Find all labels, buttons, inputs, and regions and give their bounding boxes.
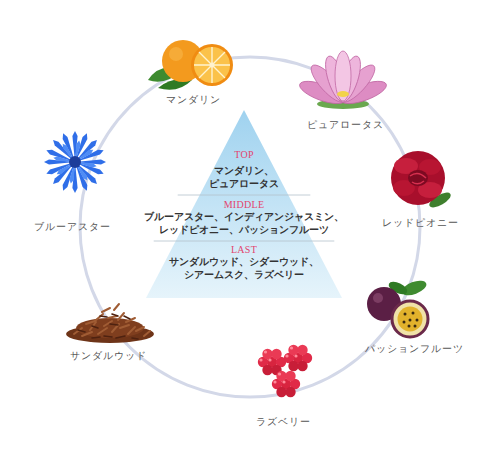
peony-flower: [391, 151, 445, 205]
tier-divider: [154, 241, 335, 242]
highlight: [373, 293, 383, 303]
tier-heading: MIDDLE: [184, 198, 304, 211]
lotus-illustration: [297, 51, 389, 109]
passionfruit-seeds: [403, 312, 419, 328]
peony-ruffle-lines: [410, 173, 426, 183]
seed: [403, 321, 406, 324]
seed: [416, 319, 419, 322]
tier-heading: TOP: [194, 148, 294, 161]
peony-core: [408, 170, 428, 186]
segment-lines: [194, 47, 230, 83]
ingredient-label: レッドピオニー: [360, 217, 480, 230]
highlight: [169, 47, 183, 61]
seed: [412, 312, 415, 315]
seed: [409, 319, 412, 322]
passionfruit-half: [392, 301, 428, 337]
lotus-petal: [335, 51, 351, 101]
note-list: マンダリン、ピュアロータス: [204, 164, 284, 190]
pyramid-outline: [146, 110, 342, 298]
note-pyramid: TOP マンダリン、ピュアロータス MIDDLEブルーアスター、インディアンジャスミ…: [146, 110, 342, 298]
mandarin-half-rind: [191, 44, 233, 86]
mandarin-illustration: [148, 40, 233, 90]
passionfruit-pulp: [398, 307, 423, 332]
ingredient-label: ピュアロータス: [285, 119, 405, 132]
tier-divider: [178, 195, 311, 196]
ingredient-label: サンダルウッド: [48, 350, 168, 363]
aster-illustration: [44, 131, 106, 193]
passionfruit-illustration: [367, 278, 428, 337]
raspberry: [284, 345, 312, 371]
ingredient-label: ブルーアスター: [12, 221, 132, 234]
mandarin-core: [210, 63, 215, 68]
wood-shavings: [74, 304, 150, 336]
tier-heading: LAST: [184, 243, 304, 256]
seed: [408, 325, 411, 328]
ingredient-label: パッションフルーツ: [354, 343, 474, 356]
mandarin-half-flesh: [194, 47, 230, 83]
aster-center: [69, 156, 81, 168]
aster-inner-petals: [53, 140, 97, 184]
raspberry: [272, 371, 300, 397]
seed: [414, 325, 417, 328]
raspberry-illustration: [258, 345, 312, 397]
peony-illustration: [391, 151, 453, 210]
wood-shavings: [78, 314, 138, 339]
seed: [404, 313, 407, 316]
note-list: ブルーアスター、インディアンジャスミン、レッドピオニー、パッションフルーツ: [144, 210, 344, 236]
note-list: サンダルウッド、シダーウッド、シアームスク、ラズベリー: [169, 255, 319, 281]
ingredient-label: ラズベリー: [223, 416, 343, 429]
sandalwood-illustration: [66, 304, 154, 343]
ingredient-label: マンダリン: [133, 94, 253, 107]
lotus-center: [337, 91, 349, 97]
